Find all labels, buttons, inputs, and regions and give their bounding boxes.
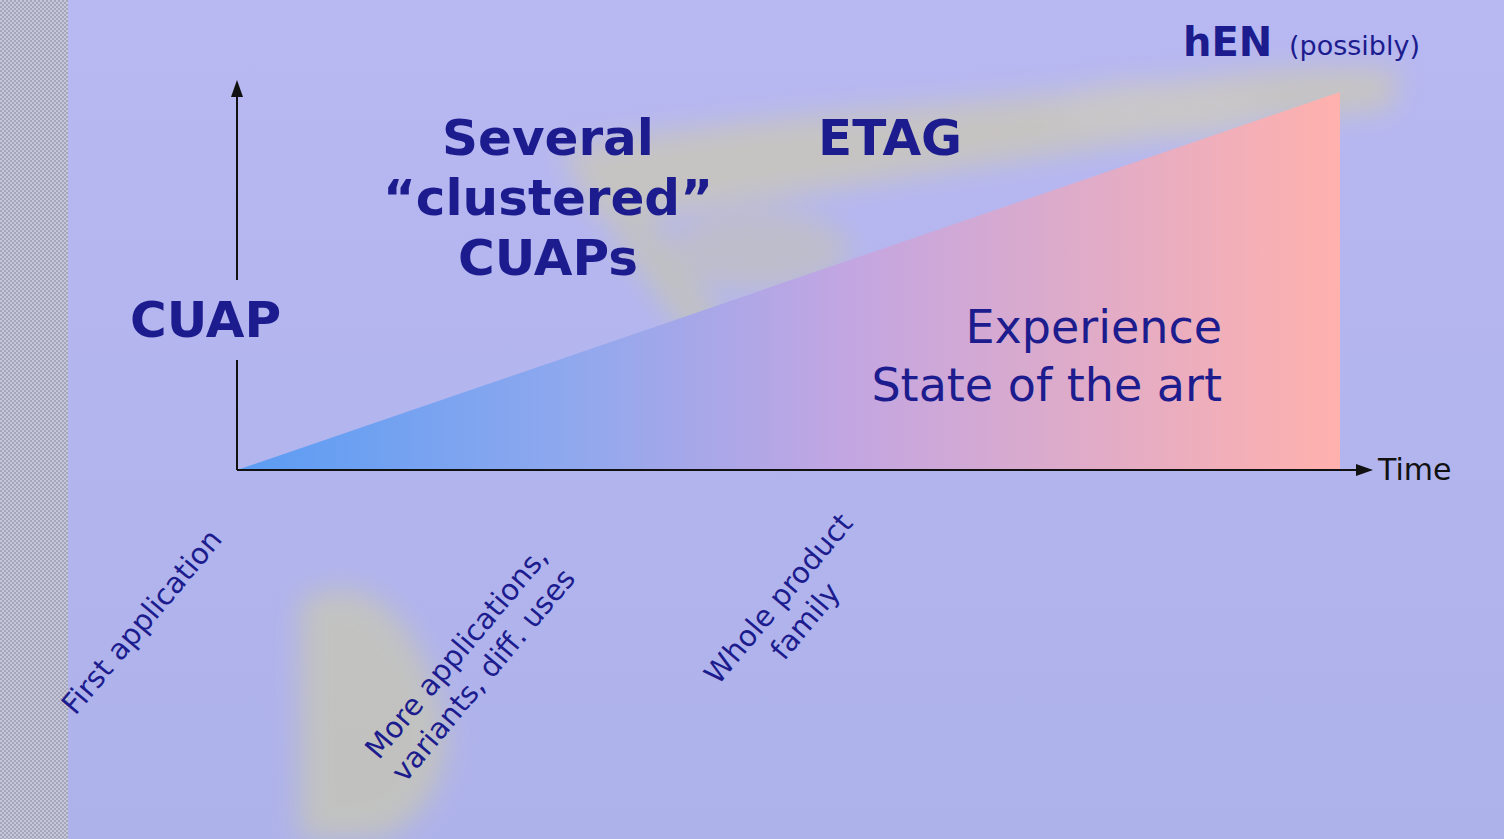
stage-label: ETAG <box>818 108 962 168</box>
milestone-label: Whole product family <box>669 473 915 748</box>
axis-arrowhead <box>231 80 243 97</box>
note-text: (possibly) <box>1289 30 1420 62</box>
stage-label: CUAP <box>130 290 281 350</box>
area-label: State of the art <box>871 358 1222 413</box>
milestone-label: First application <box>55 523 230 722</box>
time-axis <box>237 469 1360 471</box>
standard-name: hEN <box>1183 18 1272 66</box>
milestone-label: More applications, variants, diff. uses <box>321 496 619 832</box>
axis-arrowhead <box>1356 464 1373 476</box>
side-stripe <box>0 0 68 839</box>
axis-label: Time <box>1378 452 1451 488</box>
vertical-axis <box>236 360 238 470</box>
stage-label: Several “clustered” CUAPs <box>383 108 713 288</box>
vertical-axis <box>236 92 238 280</box>
growth-triangle <box>237 92 1340 470</box>
area-label: Experience <box>965 300 1222 355</box>
